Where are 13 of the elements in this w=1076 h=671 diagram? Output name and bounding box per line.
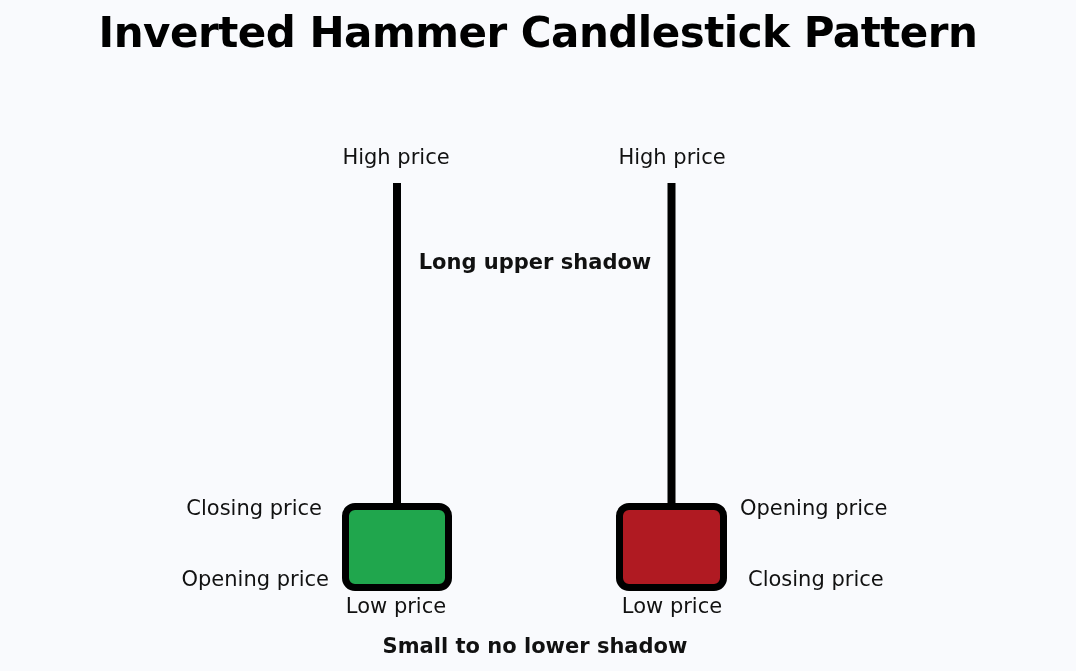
price-label: High price [342,145,450,169]
price-label: Opening price [181,567,329,591]
price-label: Low price [345,594,447,618]
price-label: High price [618,145,726,169]
candle-body [342,503,452,591]
candle-body [616,503,727,591]
shadow-label: Small to no lower shadow [382,634,688,658]
price-label: Closing price [748,567,884,591]
price-label: Low price [621,594,723,618]
price-label: Closing price [186,496,322,520]
title: Inverted Hammer Candlestick Pattern [98,8,978,57]
shadow-label: Long upper shadow [418,250,652,274]
price-label: Opening price [740,496,888,520]
